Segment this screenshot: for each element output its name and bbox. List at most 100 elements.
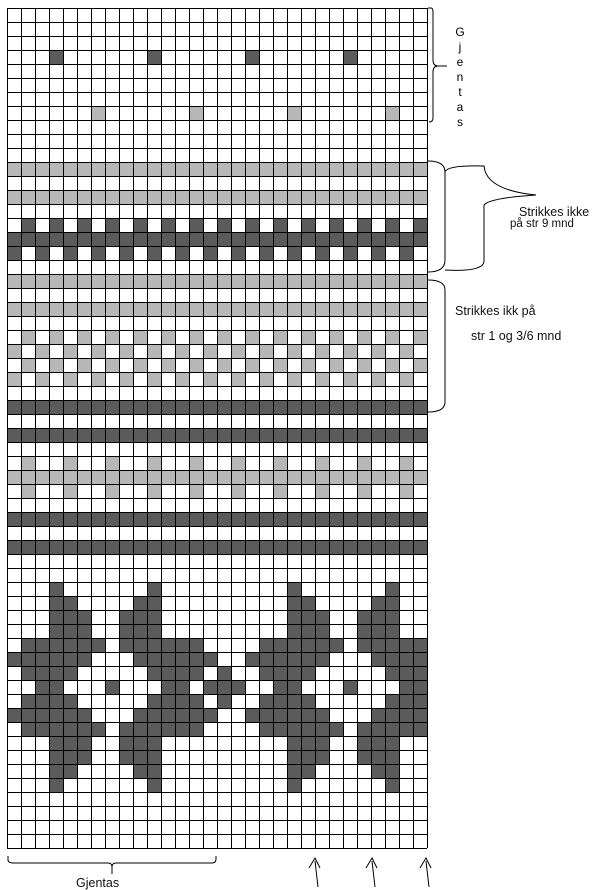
cell-dark	[287, 624, 301, 638]
cell-dark	[315, 400, 329, 414]
cell-dark	[133, 540, 147, 554]
cell-light	[63, 302, 77, 316]
cell-light	[385, 358, 399, 372]
cell-dark	[21, 218, 35, 232]
cell-light	[119, 470, 133, 484]
cell-light	[189, 106, 203, 120]
cell-dark	[49, 232, 63, 246]
cell-dark	[301, 750, 315, 764]
cell-light	[231, 456, 245, 470]
cell-dark	[147, 694, 161, 708]
cell-dark	[287, 750, 301, 764]
cell-dark	[77, 428, 91, 442]
cell-light	[287, 190, 301, 204]
cell-dark	[287, 428, 301, 442]
cell-dark	[301, 512, 315, 526]
cell-dark	[315, 624, 329, 638]
cell-dark	[175, 666, 189, 680]
cell-dark	[133, 218, 147, 232]
chart-gridlines	[7, 8, 428, 849]
cell-dark	[35, 638, 49, 652]
cell-light	[287, 302, 301, 316]
cell-dark	[385, 638, 399, 652]
label-skip-9-line1: Strikkes ikke	[519, 206, 589, 219]
cell-dark	[105, 540, 119, 554]
cell-light	[133, 162, 147, 176]
cell-light	[21, 190, 35, 204]
cell-dark	[105, 232, 119, 246]
cell-light	[7, 470, 21, 484]
cell-light	[329, 470, 343, 484]
cell-light	[49, 470, 63, 484]
cell-dark	[413, 400, 427, 414]
cell-light	[119, 302, 133, 316]
cell-light	[287, 274, 301, 288]
cell-dark	[203, 232, 217, 246]
arrow-up-3	[420, 858, 431, 887]
cell-dark	[413, 540, 427, 554]
cell-dark	[413, 512, 427, 526]
cell-dark	[231, 232, 245, 246]
cell-light	[357, 484, 371, 498]
cell-dark	[147, 400, 161, 414]
cell-dark	[399, 400, 413, 414]
cell-dark	[357, 428, 371, 442]
cell-dark	[231, 428, 245, 442]
cell-light	[63, 190, 77, 204]
cell-light	[203, 190, 217, 204]
cell-dark	[287, 708, 301, 722]
cell-light	[399, 162, 413, 176]
cell-light	[357, 190, 371, 204]
cell-dark	[357, 750, 371, 764]
cell-dark	[133, 764, 147, 778]
cell-light	[189, 456, 203, 470]
cell-dark	[189, 232, 203, 246]
cell-dark	[385, 582, 399, 596]
cell-dark	[301, 652, 315, 666]
cell-dark	[301, 708, 315, 722]
cell-dark	[371, 722, 385, 736]
cell-dark	[371, 540, 385, 554]
cell-dark	[119, 750, 133, 764]
cell-dark	[301, 232, 315, 246]
cell-dark	[385, 778, 399, 792]
cell-light	[49, 162, 63, 176]
cell-light	[399, 274, 413, 288]
cell-light	[105, 302, 119, 316]
cell-light	[35, 190, 49, 204]
cell-dark	[231, 540, 245, 554]
cell-light	[105, 190, 119, 204]
cell-dark	[21, 666, 35, 680]
cell-light	[259, 274, 273, 288]
cell-light	[231, 484, 245, 498]
cell-dark	[35, 666, 49, 680]
cell-dark	[413, 428, 427, 442]
cell-light	[21, 484, 35, 498]
cell-light	[385, 106, 399, 120]
cell-dark	[329, 218, 343, 232]
cell-light	[91, 274, 105, 288]
cell-dark	[175, 400, 189, 414]
cell-light	[203, 302, 217, 316]
cell-dark	[259, 400, 273, 414]
cell-dark	[91, 232, 105, 246]
cell-dark	[189, 652, 203, 666]
cell-light	[273, 162, 287, 176]
cell-light	[147, 484, 161, 498]
cell-light	[231, 372, 245, 386]
cell-dark	[259, 428, 273, 442]
cell-dark	[315, 638, 329, 652]
cell-dark	[287, 232, 301, 246]
cell-light	[413, 330, 427, 344]
cell-dark	[203, 540, 217, 554]
cell-light	[63, 372, 77, 386]
cell-light	[245, 330, 259, 344]
cell-dark	[329, 638, 343, 652]
cell-dark	[161, 694, 175, 708]
cell-light	[259, 162, 273, 176]
cell-dark	[357, 540, 371, 554]
cell-dark	[161, 722, 175, 736]
cell-dark	[7, 400, 21, 414]
cell-light	[357, 358, 371, 372]
cell-dark	[161, 666, 175, 680]
